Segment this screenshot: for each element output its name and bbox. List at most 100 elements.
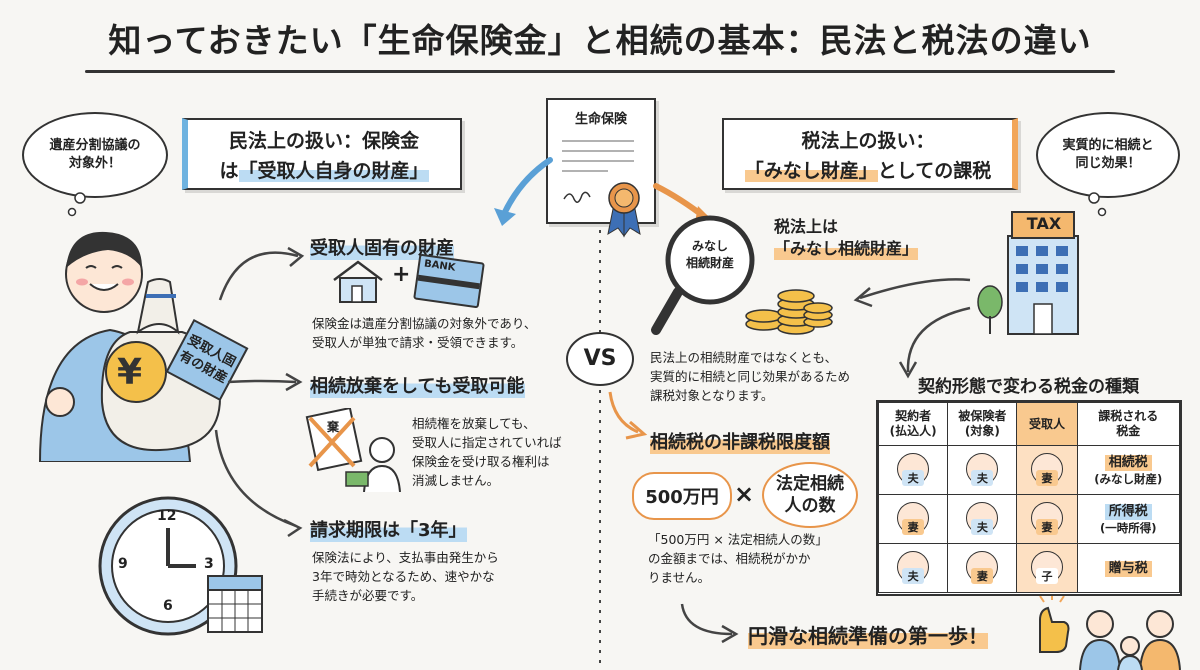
- deemed-text-line: 実質的に相続と同じ効果があるため: [650, 369, 851, 384]
- tax-type-cell: 所得税: [1104, 503, 1152, 520]
- table-header: 受取人: [1029, 416, 1066, 431]
- table-row: 夫 妻 子 贈与税: [877, 543, 1181, 593]
- civil-section3-line: 3年で時効となるため、速やかな: [312, 569, 495, 584]
- exemption-text: 「500万円 × 法定相続人の数」 の金額までは、相続税がかか りません。: [648, 530, 828, 587]
- civil-section2-title: 相続放棄をしても受取可能: [310, 372, 525, 398]
- tax-building-label: TAX: [1026, 214, 1062, 233]
- contract-table-title: 契約形態で変わる税金の種類: [918, 377, 1139, 397]
- person-avatar-icon: 夫: [897, 452, 930, 486]
- table-header-sub: (払込人): [889, 424, 937, 438]
- magnifier-label-line2: 相続財産: [685, 256, 734, 270]
- civil-section2-text: 相続権を放棄しても、 受取人に指定されていれば 保険金を受け取る権利は 消滅しま…: [412, 414, 562, 490]
- beneficiary-cell: 子: [1036, 567, 1059, 584]
- formula-times: ×: [734, 480, 755, 508]
- tax-thought-bubble: 実質的に相続と同じ効果！: [1036, 112, 1180, 198]
- tax-type-note: (一時所得): [1100, 520, 1157, 535]
- civil-section3-title: 請求期限は「3年」: [310, 516, 467, 542]
- arrow-to-conclusion: [680, 603, 739, 644]
- magnifier-label-line1: みなし: [691, 239, 728, 253]
- formula-heirs: 法定相続 人の数: [762, 462, 858, 528]
- table-header-sub: (対象): [964, 424, 1000, 438]
- table-header: 課税される: [1098, 409, 1159, 423]
- waiver-doc-label: 棄: [327, 420, 340, 434]
- plus-icon: +: [392, 262, 411, 287]
- magnifier-label: みなし 相続財産: [676, 238, 744, 272]
- house-icon: [333, 260, 383, 303]
- arrow-to-civil: [494, 157, 553, 226]
- magnifier-coins-icon: [651, 215, 833, 335]
- person-avatar-icon: 妻: [1031, 501, 1064, 535]
- yen-symbol: ¥: [117, 352, 143, 393]
- tax-type-cell: 贈与税: [1104, 560, 1152, 577]
- beneficiary-cell: 妻: [1036, 469, 1059, 486]
- tax-type-cell: 相続税: [1104, 454, 1152, 471]
- civil-heading-highlight: 「受取人自身の財産」: [238, 160, 429, 182]
- civil-section2-line: 相続権を放棄しても、: [412, 416, 536, 431]
- person-avatar-icon: 夫: [966, 452, 999, 486]
- civil-section2-line: 消滅しません。: [412, 473, 500, 488]
- civil-section3-line: 保険法により、支払事由発生から: [312, 550, 499, 565]
- tax-bubble-line1: 実質的に相続と: [1062, 138, 1154, 153]
- document-lines-icon: [562, 140, 634, 203]
- deemed-text-line: 民法上の相続財産ではなくとも、: [650, 350, 838, 365]
- formula-amount: 500万円: [632, 472, 732, 520]
- exemption-text-line: りません。: [648, 570, 711, 585]
- person-with-money-bag-icon: [38, 231, 222, 462]
- table-header: 被保険者: [958, 409, 1007, 423]
- clock-number-12: 12: [157, 508, 177, 524]
- seal-ribbon-icon: [607, 182, 641, 238]
- contractor-cell: 妻: [902, 518, 925, 535]
- bubble-tail-left: [67, 192, 86, 217]
- contractor-cell: 夫: [902, 469, 925, 486]
- table-row: 夫 夫 妻 相続税(みなし財産): [877, 445, 1181, 495]
- civil-bubble-line2: 対象外！: [68, 156, 121, 171]
- deemed-text-line: 課税対象となります。: [650, 388, 774, 403]
- tax-type-note: (みなし財産): [1094, 471, 1163, 486]
- person-avatar-icon: 妻: [897, 501, 930, 535]
- bank-card-icon: BANK: [413, 253, 485, 309]
- civil-section1-title: 受取人固有の財産: [310, 234, 454, 260]
- tax-office-building-icon: [977, 211, 1079, 335]
- contract-table: 契約者(払込人) 被保険者(対象) 受取人 課税される税金 夫 夫 妻 相続税(…: [877, 402, 1181, 593]
- contract-table-frame: 契約者(払込人) 被保険者(対象) 受取人 課税される税金 夫 夫 妻 相続税(…: [876, 400, 1182, 596]
- clock-calendar-icon: [98, 496, 263, 636]
- exemption-text-line: 「500万円 × 法定相続人の数」: [648, 532, 828, 547]
- civil-heading-box: 民法上の扱い：保険金 は「受取人自身の財産」: [182, 118, 462, 190]
- person-avatar-icon: 妻: [966, 550, 999, 584]
- bubble-tail-right: [1088, 192, 1107, 217]
- exemption-title: 相続税の非課税限度額: [650, 428, 830, 454]
- person-avatar-icon: 夫: [966, 501, 999, 535]
- table-header-row: 契約者(払込人) 被保険者(対象) 受取人 課税される税金: [877, 402, 1181, 446]
- exemption-text-line: の金額までは、相続税がかか: [648, 551, 811, 566]
- civil-section2-line: 保険金を受け取る権利は: [412, 454, 550, 469]
- deemed-line2: 「みなし相続財産」: [774, 238, 919, 260]
- page-title: 知っておきたい「生命保険金」と相続の基本：民法と税法の違い: [108, 21, 1092, 60]
- deemed-line1: 税法上は: [774, 217, 839, 236]
- title-underline: [85, 70, 1115, 73]
- clock-number-9: 9: [118, 556, 128, 572]
- waiver-document-person-icon: [305, 408, 401, 492]
- vs-badge: VS: [566, 332, 634, 386]
- beneficiary-cell: 妻: [1036, 518, 1059, 535]
- civil-section3-text: 保険法により、支払事由発生から 3年で時効となるため、速やかな 手続きが必要です…: [312, 548, 499, 605]
- table-header: 契約者: [895, 409, 932, 423]
- formula-heirs-line1: 法定相続: [776, 474, 844, 494]
- clock-number-6: 6: [163, 598, 173, 614]
- tax-heading-box: 税法上の扱い： 「みなし財産」としての課税: [722, 118, 1018, 190]
- civil-branch-arrows: [214, 246, 305, 538]
- deemed-text: 民法上の相続財産ではなくとも、 実質的に相続と同じ効果があるため 課税対象となり…: [650, 348, 850, 405]
- civil-section1-line: 保険金は遺産分割協議の対象外であり、: [312, 316, 537, 331]
- civil-bubble-line1: 遺産分割協議の: [49, 138, 141, 153]
- table-header-sub: 税金: [1116, 424, 1141, 438]
- deemed-label: 税法上は 「みなし相続財産」: [774, 216, 919, 260]
- tax-heading-line1: 税法上の扱い：: [801, 130, 935, 152]
- person-avatar-icon: 妻: [1031, 452, 1064, 486]
- civil-section3-line: 手続きが必要です。: [312, 588, 424, 603]
- clock-number-3: 3: [204, 556, 214, 572]
- civil-heading-prefix: は: [219, 160, 239, 182]
- document-label: 生命保険: [574, 112, 627, 127]
- tax-heading-highlight: 「みなし財産」: [744, 160, 878, 182]
- tax-bubble-line2: 同じ効果！: [1075, 156, 1141, 171]
- thumbs-up-family-icon: [1039, 596, 1181, 670]
- center-divider: [599, 210, 601, 670]
